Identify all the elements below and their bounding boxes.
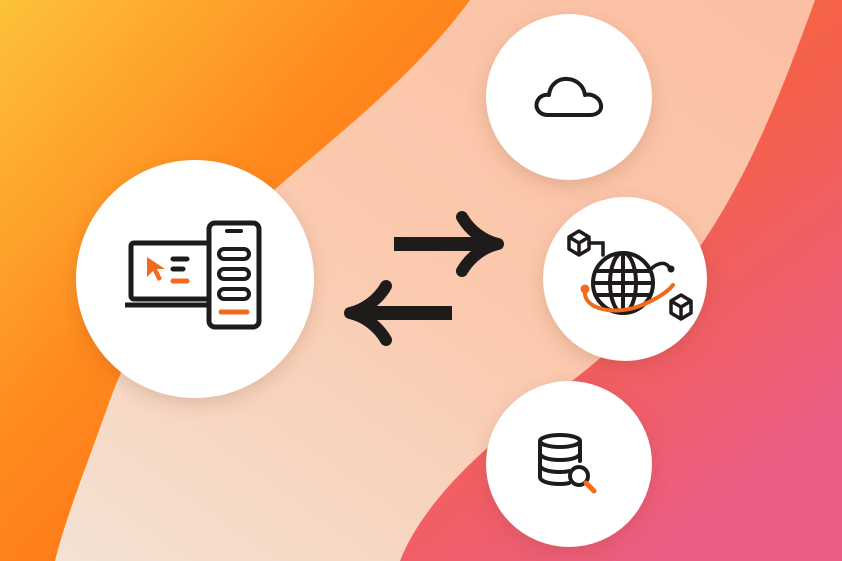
app-node — [76, 160, 314, 398]
arrow-right-icon — [394, 211, 504, 277]
database-search-icon — [538, 433, 597, 494]
globe-network-icon — [567, 229, 693, 321]
exchange-arrows — [344, 211, 504, 346]
cloud-icon — [534, 76, 604, 117]
database-node — [486, 381, 652, 547]
cloud-node — [486, 14, 652, 180]
laptop-phone-app-icon — [125, 220, 262, 330]
api-node — [543, 197, 707, 361]
arrow-left-icon — [344, 280, 452, 346]
